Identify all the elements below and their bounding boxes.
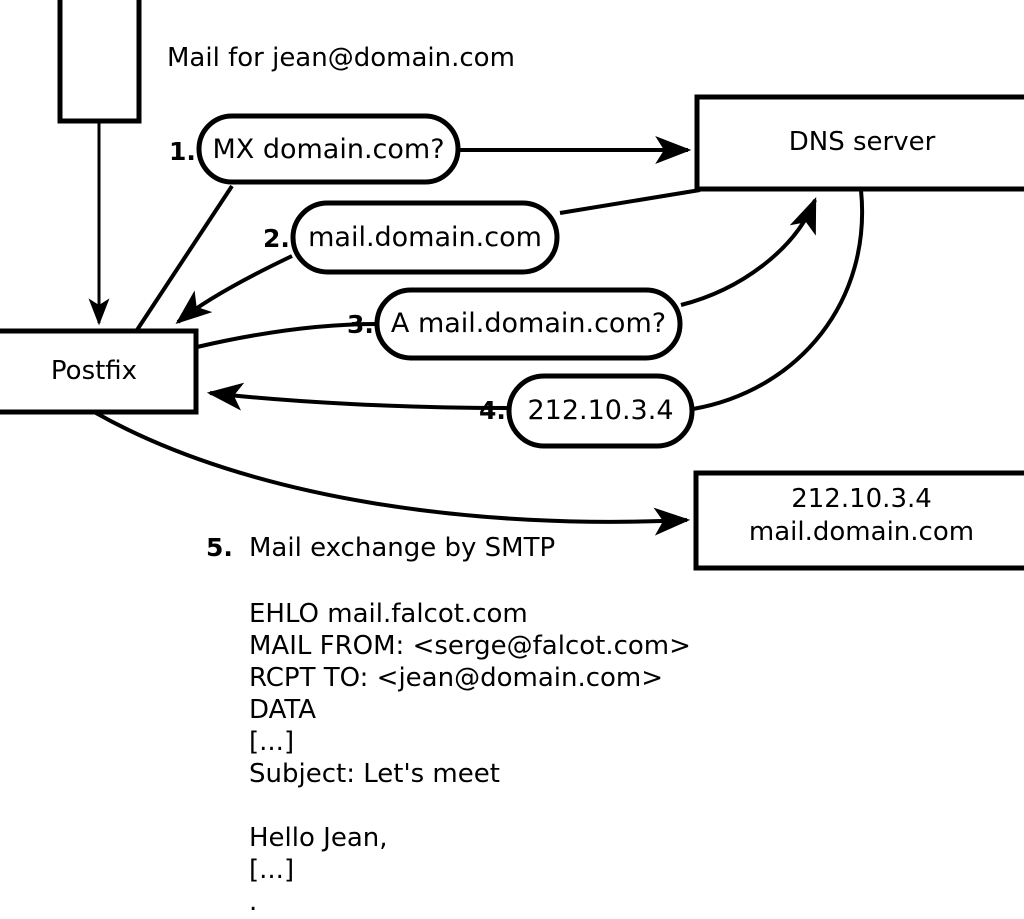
step-number-5: 5. — [206, 533, 233, 562]
smtp-transcript-line: RCPT TO: <jean@domain.com> — [249, 663, 664, 693]
smtp-transcript-line — [249, 790, 691, 822]
pill-step-2[interactable] — [290, 200, 560, 275]
node-label-postfix: Postfix — [50, 356, 138, 386]
node-label-dns-server: DNS server — [788, 127, 936, 157]
edge-dns-to-step2 — [559, 188, 701, 215]
pill-step-1[interactable] — [196, 113, 461, 185]
smtp-transcript-line: EHLO mail.falcot.com — [249, 599, 528, 629]
node-label-mail-server-ip: 212.10.3.4 — [791, 484, 932, 514]
pill-step-4[interactable] — [506, 373, 695, 449]
caption-mail-for: Mail for jean@domain.com — [167, 43, 515, 73]
edge-postfix-to-mailserver — [95, 411, 691, 536]
step-number-4: 4. — [479, 396, 506, 425]
smtp-transcript-line: MAIL FROM: <serge@falcot.com> — [249, 631, 691, 661]
pill-step-3[interactable] — [374, 287, 683, 361]
node-label-mail-server-host: mail.domain.com — [748, 517, 975, 547]
smtp-transcript-line: . — [249, 887, 258, 917]
smtp-transcript-line: [...] — [249, 855, 295, 885]
pill-label-step-1: MX domain.com? — [212, 134, 445, 165]
smtp-transcript-line: DATA — [249, 695, 316, 725]
pill-label-step-3: A mail.domain.com? — [390, 308, 667, 339]
node-mail-client[interactable] — [57, 0, 142, 124]
step-number-1: 1. — [169, 137, 196, 166]
smtp-transcript-line: [...] — [249, 727, 295, 757]
step-number-2: 2. — [263, 224, 290, 253]
smtp-transcript-line: Hello Jean, — [249, 823, 388, 853]
node-postfix[interactable] — [0, 328, 199, 415]
edge-postfix-to-step1 — [135, 184, 234, 332]
step-number-3: 3. — [347, 310, 374, 339]
edge-postfix-to-step3 — [196, 322, 378, 349]
step-label-5: Mail exchange by SMTP — [249, 533, 556, 563]
smtp-transcript-line: Subject: Let's meet — [249, 759, 500, 789]
edge-step3-to-dns — [680, 197, 817, 307]
node-mail-server[interactable] — [693, 470, 1024, 571]
pill-label-step-4: 212.10.3.4 — [527, 395, 674, 426]
pill-label-step-2: mail.domain.com — [308, 222, 542, 253]
edge-step2-to-postfix — [175, 254, 293, 325]
edge-step4-to-postfix — [206, 382, 509, 411]
edge-dns-to-step4 — [692, 189, 865, 411]
node-dns-server[interactable] — [694, 94, 1024, 192]
